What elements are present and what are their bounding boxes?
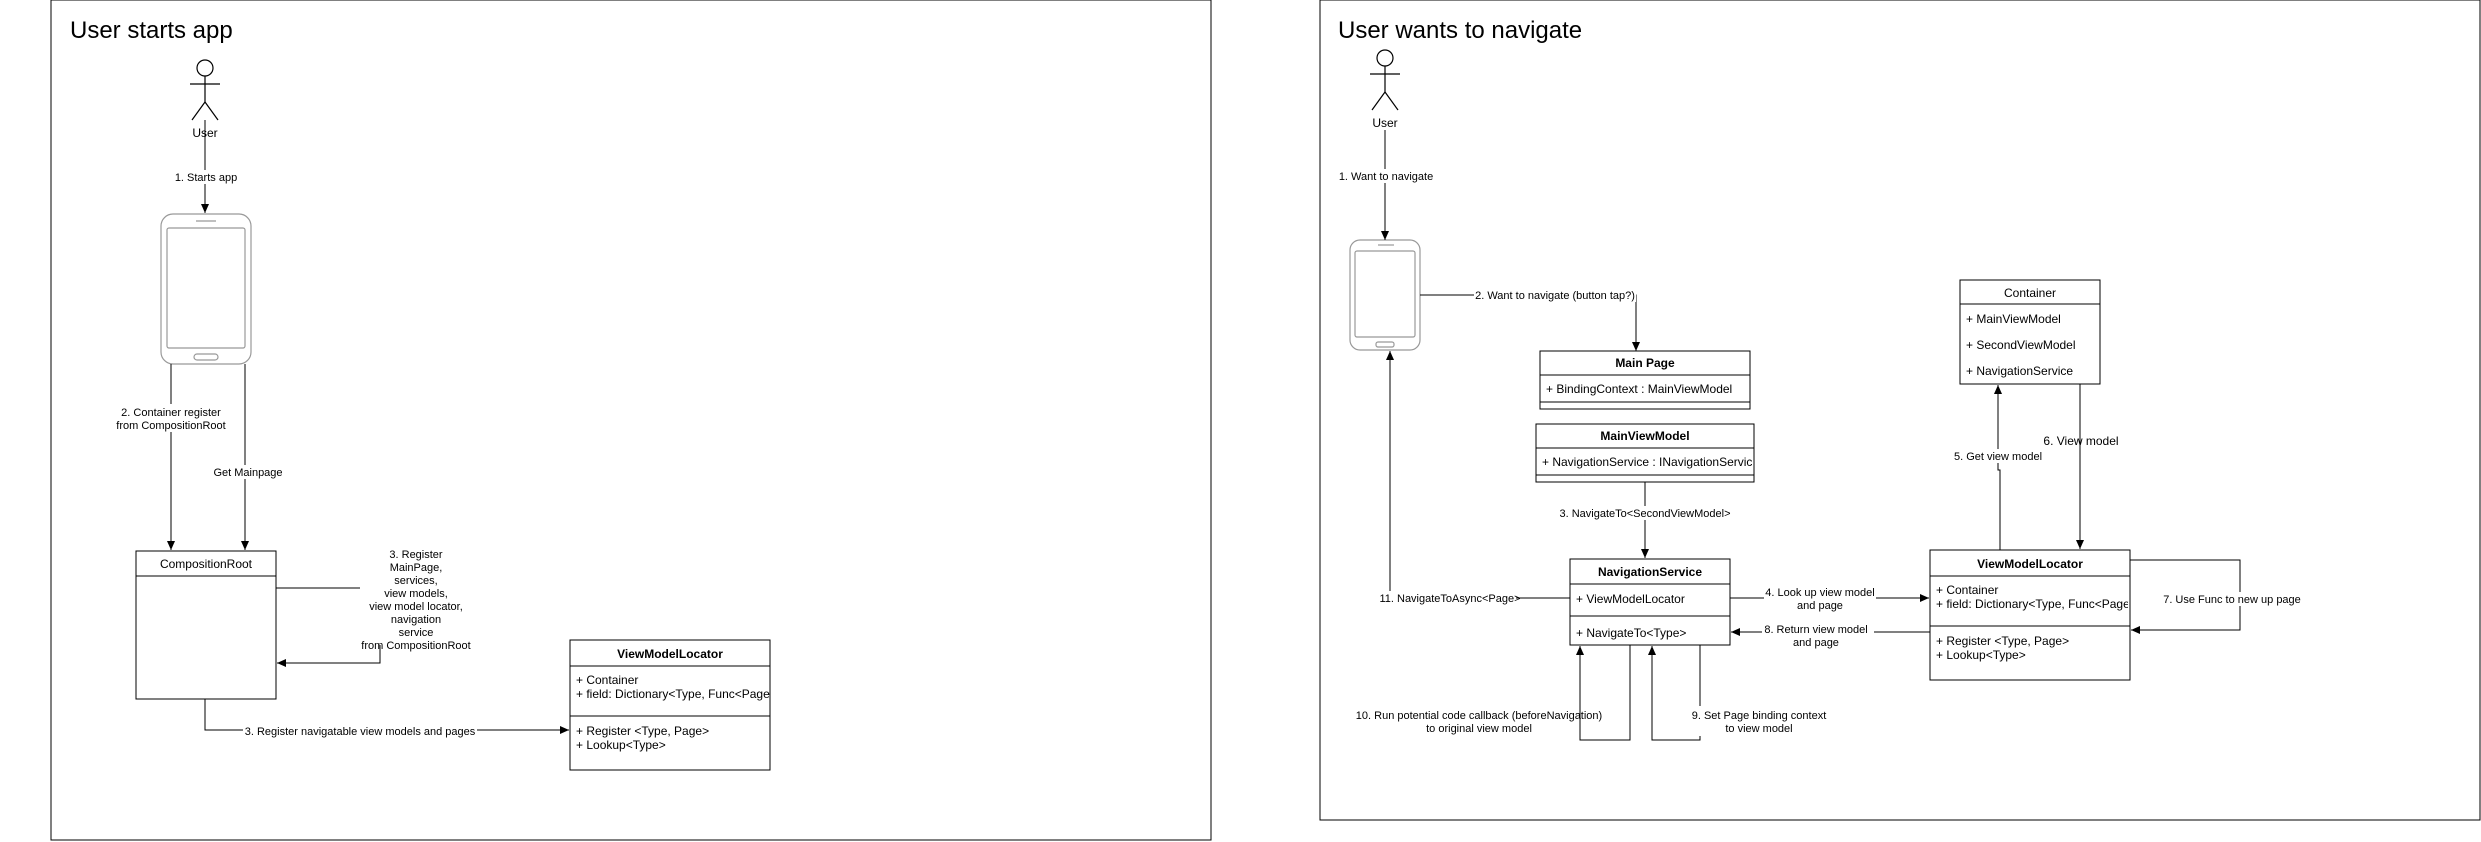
edge-set-binding — [1648, 645, 1701, 741]
container-field-1: + MainViewModel — [1966, 312, 2061, 326]
edge-run-callback-label-1: 10. Run potential code callback (beforeN… — [1356, 710, 1602, 722]
main-view-model-field: + NavigationService : INavigationServic — [1542, 455, 1752, 469]
edge-register-services-label: 3. Register MainPage, services, view mod… — [361, 549, 470, 652]
svg-text:MainPage,: MainPage, — [390, 562, 443, 574]
panel-left: User starts app User 1. Starts app 2. Co… — [50, 0, 1212, 841]
svg-text:3. Register: 3. Register — [389, 549, 443, 561]
panel-right-title: User wants to navigate — [1338, 17, 1582, 44]
view-model-locator-right-title: ViewModelLocator — [1977, 557, 2083, 571]
phone-icon-right — [1349, 239, 1421, 351]
composition-root-title: CompositionRoot — [160, 557, 253, 571]
phone-icon-left — [160, 213, 252, 365]
svg-text:service: service — [399, 627, 434, 639]
svg-text:view models,: view models, — [384, 588, 448, 600]
svg-text:services,: services, — [394, 575, 437, 587]
edge-container-register-label-2: from CompositionRoot — [116, 420, 225, 432]
user-actor-left — [190, 59, 220, 121]
vml-left-field-2: + field: Dictionary<Type, Func<Page — [576, 687, 770, 701]
edge-button-tap — [1420, 294, 1640, 351]
svg-text:navigation: navigation — [391, 614, 441, 626]
user-actor-right-label: User — [1372, 116, 1397, 130]
view-model-locator-left: ViewModelLocator + Container + field: Di… — [569, 639, 771, 771]
user-actor-right — [1370, 49, 1400, 111]
edge-navigate-async-label: 11. NavigateToAsync<Page> — [1379, 593, 1520, 605]
edge-register-services-in — [277, 645, 381, 667]
edge-starts-app-label: 1. Starts app — [175, 172, 237, 184]
edge-view-model-label: 6. View model — [2043, 434, 2118, 448]
edge-set-binding-label-1: 9. Set Page binding context — [1692, 710, 1827, 722]
edge-register-navigatable-label: 3. Register navigatable view models and … — [245, 726, 476, 738]
navigation-service-title: NavigationService — [1598, 565, 1702, 579]
edge-look-up-label-1: 4. Look up view model — [1765, 587, 1874, 599]
container-box: Container + MainViewModel + SecondViewMo… — [1959, 279, 2101, 385]
vml-right-method-2: + Lookup<Type> — [1936, 648, 2026, 662]
view-model-locator-right: ViewModelLocator + Container + field: Di… — [1929, 549, 2131, 681]
main-page-field: + BindingContext : MainViewModel — [1546, 382, 1732, 396]
edge-look-up-label-2: and page — [1797, 600, 1843, 612]
vml-left-field-1: + Container — [576, 673, 638, 687]
edge-navigate-to-label: 3. NavigateTo<SecondViewModel> — [1559, 508, 1730, 520]
edge-return-view-model-label-2: and page — [1793, 637, 1839, 649]
edge-container-register-label-1: 2. Container register — [121, 407, 221, 419]
edge-button-tap-label: 2. Want to navigate (button tap?) — [1475, 290, 1635, 302]
vml-right-field-1: + Container — [1936, 583, 1998, 597]
panel-right: User wants to navigate User 1. Want to n… — [1319, 0, 2481, 821]
composition-root-box: CompositionRoot — [135, 550, 277, 700]
panel-left-title: User starts app — [70, 17, 233, 44]
vml-left-method-2: + Lookup<Type> — [576, 738, 666, 752]
edge-get-view-model — [1994, 385, 2002, 551]
vml-right-method-1: + Register <Type, Page> — [1936, 634, 2069, 648]
edge-get-mainpage-label: Get Mainpage — [213, 467, 282, 479]
view-model-locator-left-title: ViewModelLocator — [617, 647, 723, 661]
container-field-2: + SecondViewModel — [1966, 338, 2076, 352]
edge-get-view-model-label: 5. Get view model — [1954, 451, 2042, 463]
edge-run-callback — [1576, 645, 1631, 741]
edge-use-func-label: 7. Use Func to new up page — [2163, 594, 2301, 606]
container-title: Container — [2004, 286, 2056, 300]
edge-set-binding-label-2: to view model — [1725, 723, 1792, 735]
svg-text:view model locator,: view model locator, — [369, 601, 463, 613]
svg-text:from CompositionRoot: from CompositionRoot — [361, 640, 470, 652]
edge-run-callback-label-2: to original view model — [1426, 723, 1532, 735]
container-field-3: + NavigationService — [1966, 364, 2073, 378]
navigation-service-box: NavigationService + ViewModelLocator + N… — [1569, 558, 1731, 646]
main-view-model-box: MainViewModel + NavigationService : INav… — [1535, 423, 1755, 483]
vml-right-field-2: + field: Dictionary<Type, Func<Page — [1936, 597, 2130, 611]
main-view-model-title: MainViewModel — [1600, 429, 1689, 443]
edge-want-navigate-label: 1. Want to navigate — [1339, 171, 1433, 183]
vml-left-method-1: + Register <Type, Page> — [576, 724, 709, 738]
edge-return-view-model-label-1: 8. Return view model — [1764, 624, 1867, 636]
navigation-service-method: + NavigateTo<Type> — [1576, 626, 1686, 640]
main-page-title: Main Page — [1615, 356, 1675, 370]
main-page-box: Main Page + BindingContext : MainViewMod… — [1539, 350, 1751, 410]
navigation-service-field: + ViewModelLocator — [1576, 592, 1685, 606]
